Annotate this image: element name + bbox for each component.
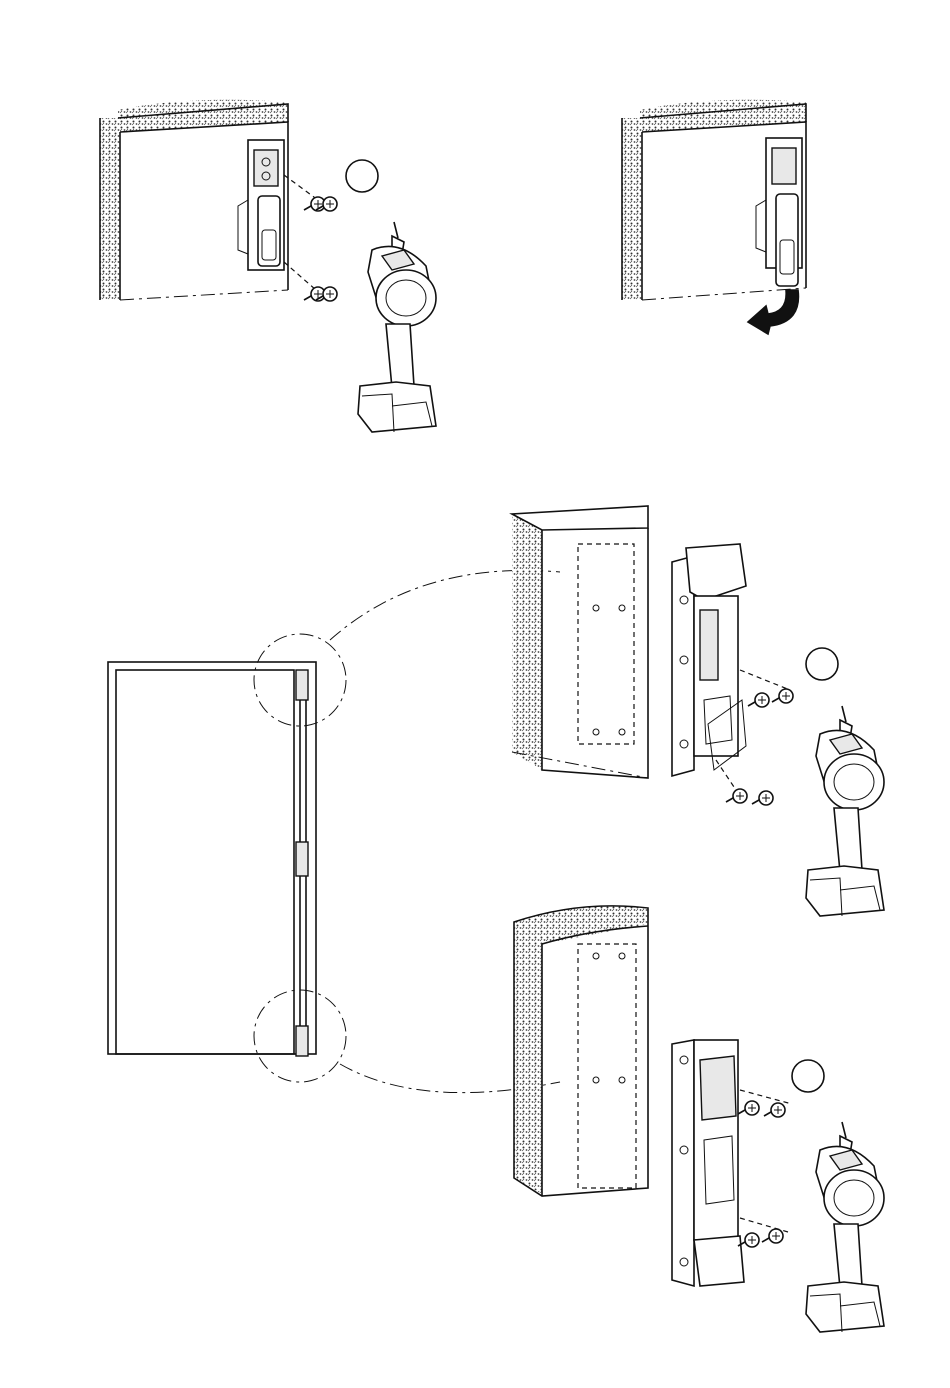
hinge-upper-rotated — [756, 138, 802, 286]
cordless-drill-icon — [806, 706, 884, 916]
door-leaf — [116, 670, 294, 1054]
screw-icon — [726, 789, 747, 803]
panel-fit-hinge — [100, 100, 436, 432]
screw-icon — [738, 1101, 759, 1115]
door-edge-line — [642, 288, 806, 300]
wall-hatch — [514, 906, 648, 1194]
panel-door-overview — [108, 570, 560, 1092]
door-edge-line — [120, 290, 288, 300]
hinge-top-mark — [296, 670, 308, 700]
cordless-drill-icon — [358, 222, 436, 432]
panel-rotate-hinge — [622, 100, 806, 334]
rotate-arrow-icon — [748, 290, 798, 334]
step-marker-circle — [792, 1060, 824, 1092]
screw-icon — [304, 287, 325, 301]
cordless-drill-icon — [806, 1122, 884, 1332]
step-marker-circle — [346, 160, 378, 192]
hinge-bottom-mark — [296, 1026, 308, 1056]
screw-icon — [304, 197, 325, 211]
panel-top-hinge-detail — [512, 506, 884, 916]
hinge-recess — [578, 544, 634, 744]
screw-icon — [762, 1229, 783, 1243]
screw-icon — [772, 689, 793, 703]
screw-icon — [748, 693, 769, 707]
door-bottom-edge — [512, 752, 648, 778]
panel-bottom-hinge-detail — [514, 906, 884, 1332]
hinge-recess — [578, 944, 636, 1188]
hinge-upper — [238, 140, 284, 270]
door-side-face — [542, 528, 648, 778]
screw-guide-lines — [284, 175, 318, 290]
screw-icon — [752, 791, 773, 805]
hinge-middle-mark — [296, 842, 308, 876]
hinge-bottom-assembly — [672, 1040, 744, 1286]
wall-hatch — [512, 514, 542, 770]
screw-icon — [764, 1103, 785, 1117]
door-front-edge — [542, 926, 648, 1196]
step-marker-circle — [806, 648, 838, 680]
hinge-top-assembly — [672, 544, 746, 776]
door-outer-frame — [108, 662, 316, 1054]
